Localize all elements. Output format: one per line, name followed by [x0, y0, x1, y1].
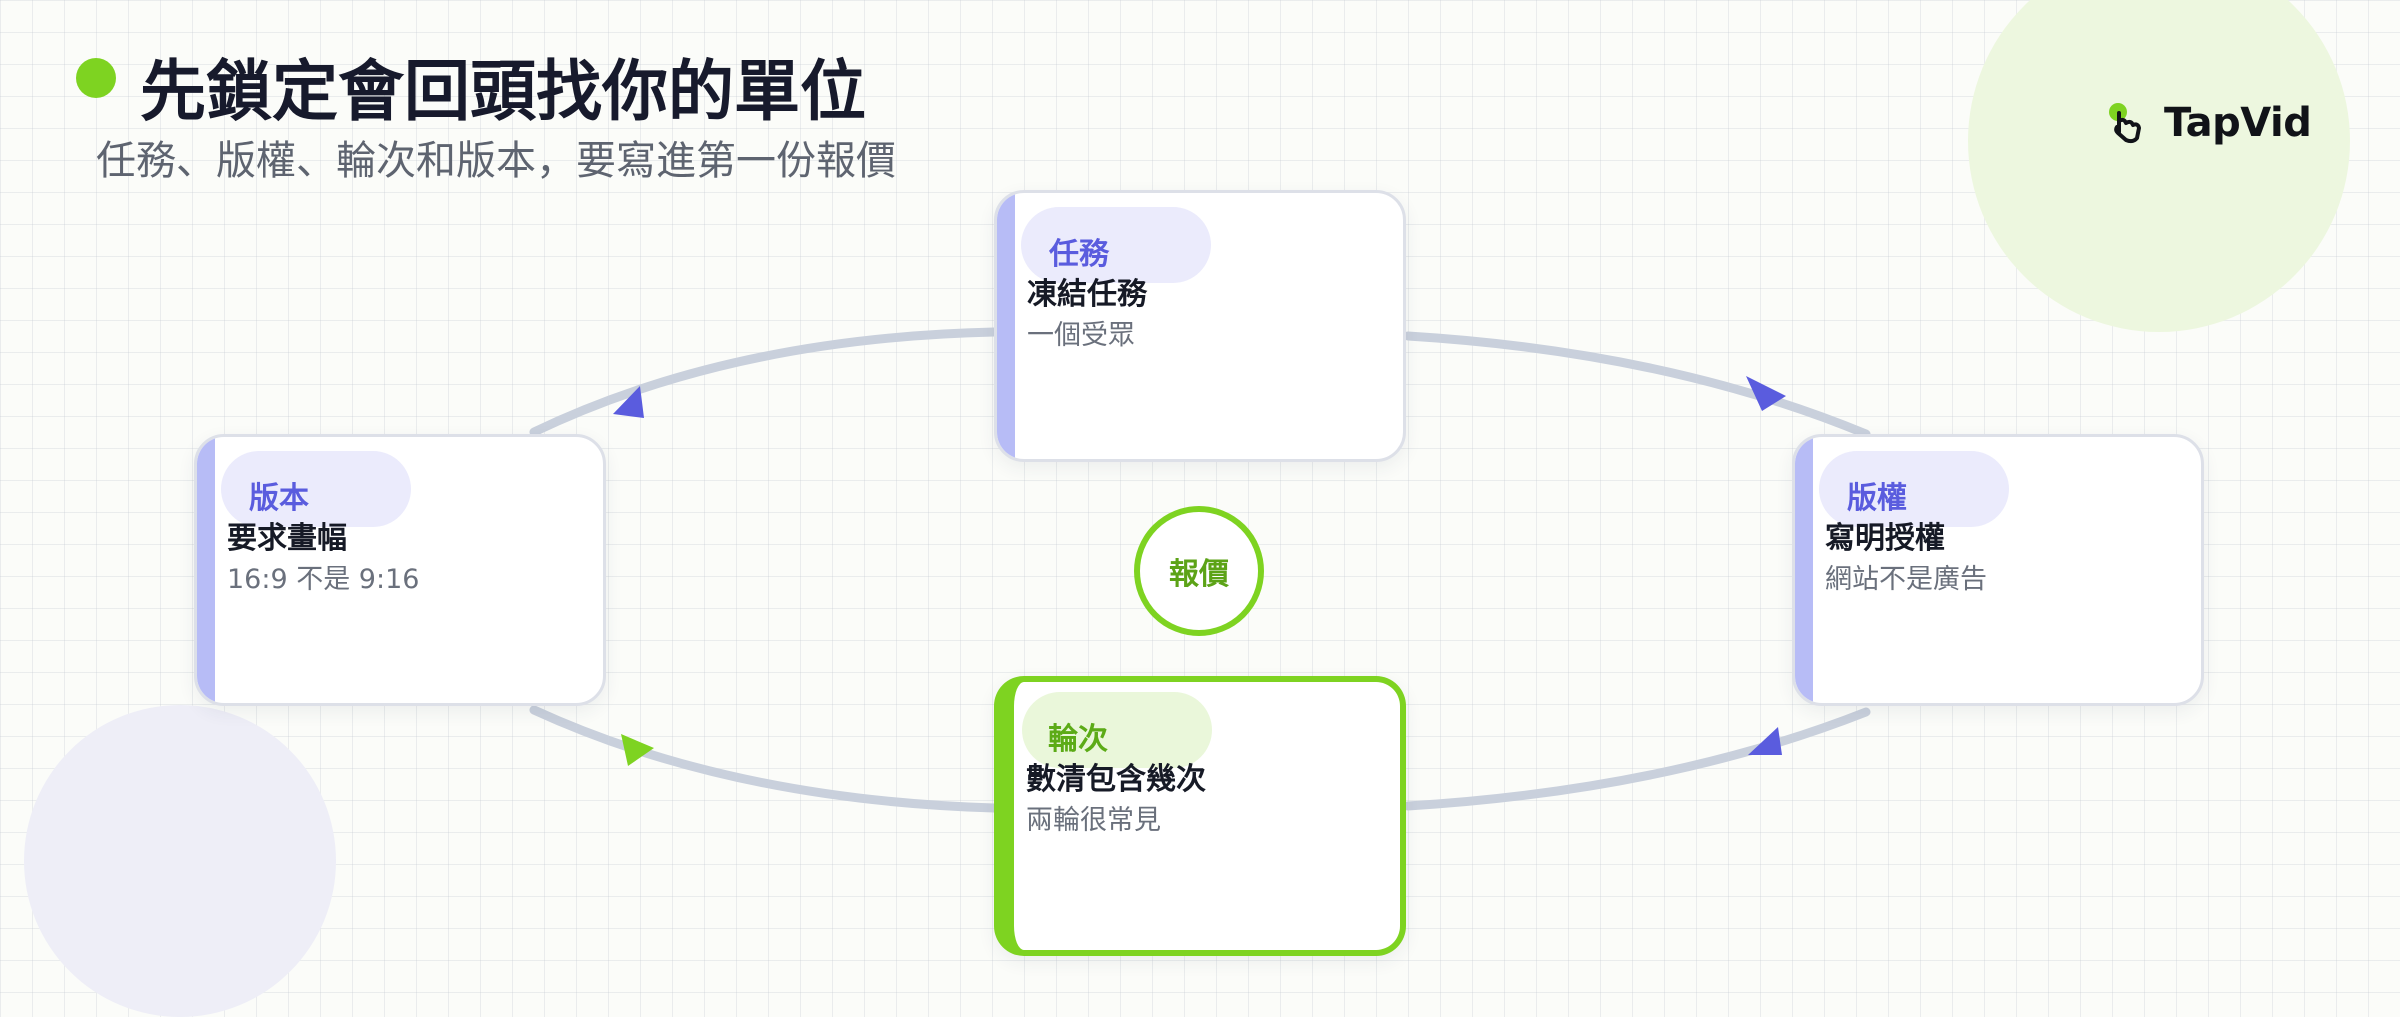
connector-bottom-left — [529, 705, 999, 813]
node-card-rounds: 輪次 數清包含幾次 兩輪很常見 — [994, 676, 1406, 956]
tag-pill — [221, 451, 411, 527]
node-headline: 寫明授權 — [1825, 521, 1945, 556]
connector-top-left — [529, 327, 999, 437]
node-headline: 凍結任務 — [1027, 277, 1147, 312]
node-headline: 要求畫幅 — [227, 521, 347, 556]
arrow-top-right-icon — [1746, 376, 1786, 411]
node-note: 兩輪很常見 — [1026, 805, 1161, 836]
node-tag: 版權 — [1847, 481, 1907, 516]
node-note: 16:9 不是 9:16 — [227, 564, 420, 595]
node-card-version: 版本 要求畫幅 16:9 不是 9:16 — [194, 434, 606, 706]
node-note: 一個受眾 — [1027, 320, 1135, 351]
tag-pill — [1819, 451, 2009, 527]
arrow-bottom-right-icon — [1748, 727, 1782, 755]
page-title: 先鎖定會回頭找你的單位 — [140, 53, 866, 130]
node-note: 網站不是廣告 — [1825, 564, 1987, 595]
node-card-task: 任務 凍結任務 一個受眾 — [994, 190, 1406, 462]
page-subtitle: 任務、版權、輪次和版本，要寫進第一份報價 — [96, 138, 896, 184]
connector-bottom-right — [1403, 707, 1871, 811]
node-tag: 任務 — [1049, 237, 1109, 272]
cycle-connectors — [529, 327, 1871, 813]
tag-pill — [1022, 692, 1212, 768]
brand-logo: TapVid — [2106, 96, 2312, 150]
tag-pill — [1021, 207, 1211, 283]
decorative-circle-top-right — [1968, 0, 2350, 332]
tap-hand-icon — [2106, 96, 2156, 150]
node-tag: 輪次 — [1048, 722, 1108, 757]
node-card-rights: 版權 寫明授權 網站不是廣告 — [1792, 434, 2204, 706]
title-bullet — [76, 58, 116, 98]
arrow-bottom-left-icon — [621, 734, 654, 766]
arrow-top-left-icon — [613, 386, 644, 418]
hub-circle-quote: 報價 — [1134, 506, 1264, 636]
hub-label: 報價 — [1169, 557, 1229, 592]
node-headline: 數清包含幾次 — [1026, 762, 1206, 797]
brand-name: TapVid — [2164, 100, 2312, 146]
connector-top-right — [1403, 331, 1871, 439]
node-tag: 版本 — [249, 481, 309, 516]
